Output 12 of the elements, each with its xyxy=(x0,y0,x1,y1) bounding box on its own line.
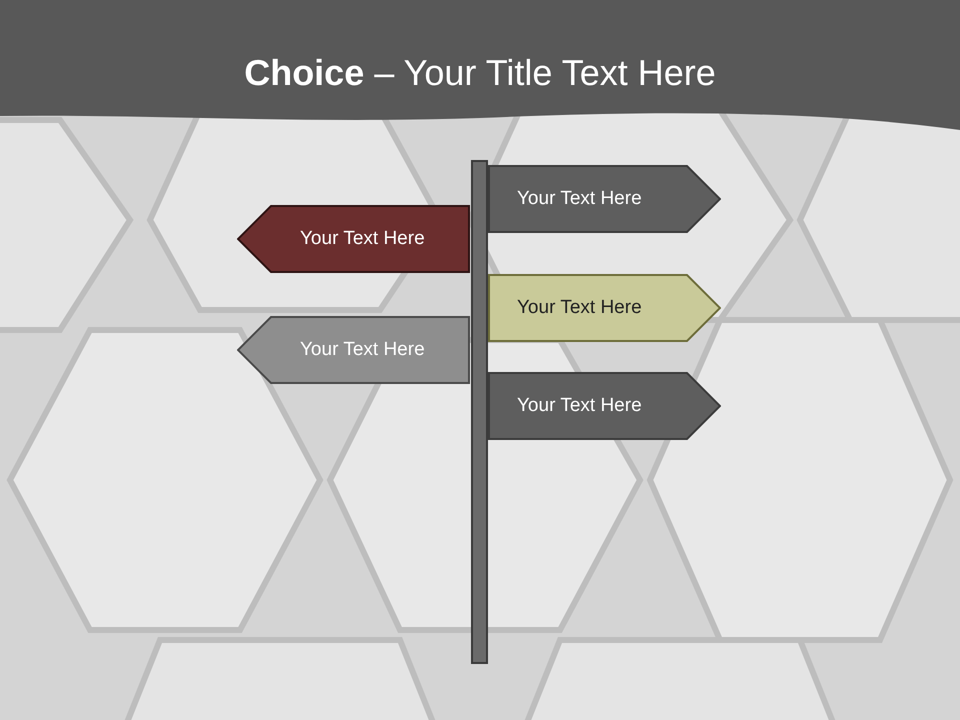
sign-text: Your Text Here xyxy=(517,395,642,417)
sign-text: Your Text Here xyxy=(517,297,642,319)
sign-arrow xyxy=(237,316,470,384)
sign-arrow xyxy=(488,274,721,342)
sign-arrow xyxy=(488,165,721,233)
sign-text: Your Text Here xyxy=(517,188,642,210)
sign-arrow xyxy=(237,205,470,273)
sign-text: Your Text Here xyxy=(300,228,425,250)
sign-arrow xyxy=(488,372,721,440)
signpost-pole xyxy=(471,160,488,664)
sign-text: Your Text Here xyxy=(300,339,425,361)
slide-title: Choice – Your Title Text Here xyxy=(243,52,717,94)
